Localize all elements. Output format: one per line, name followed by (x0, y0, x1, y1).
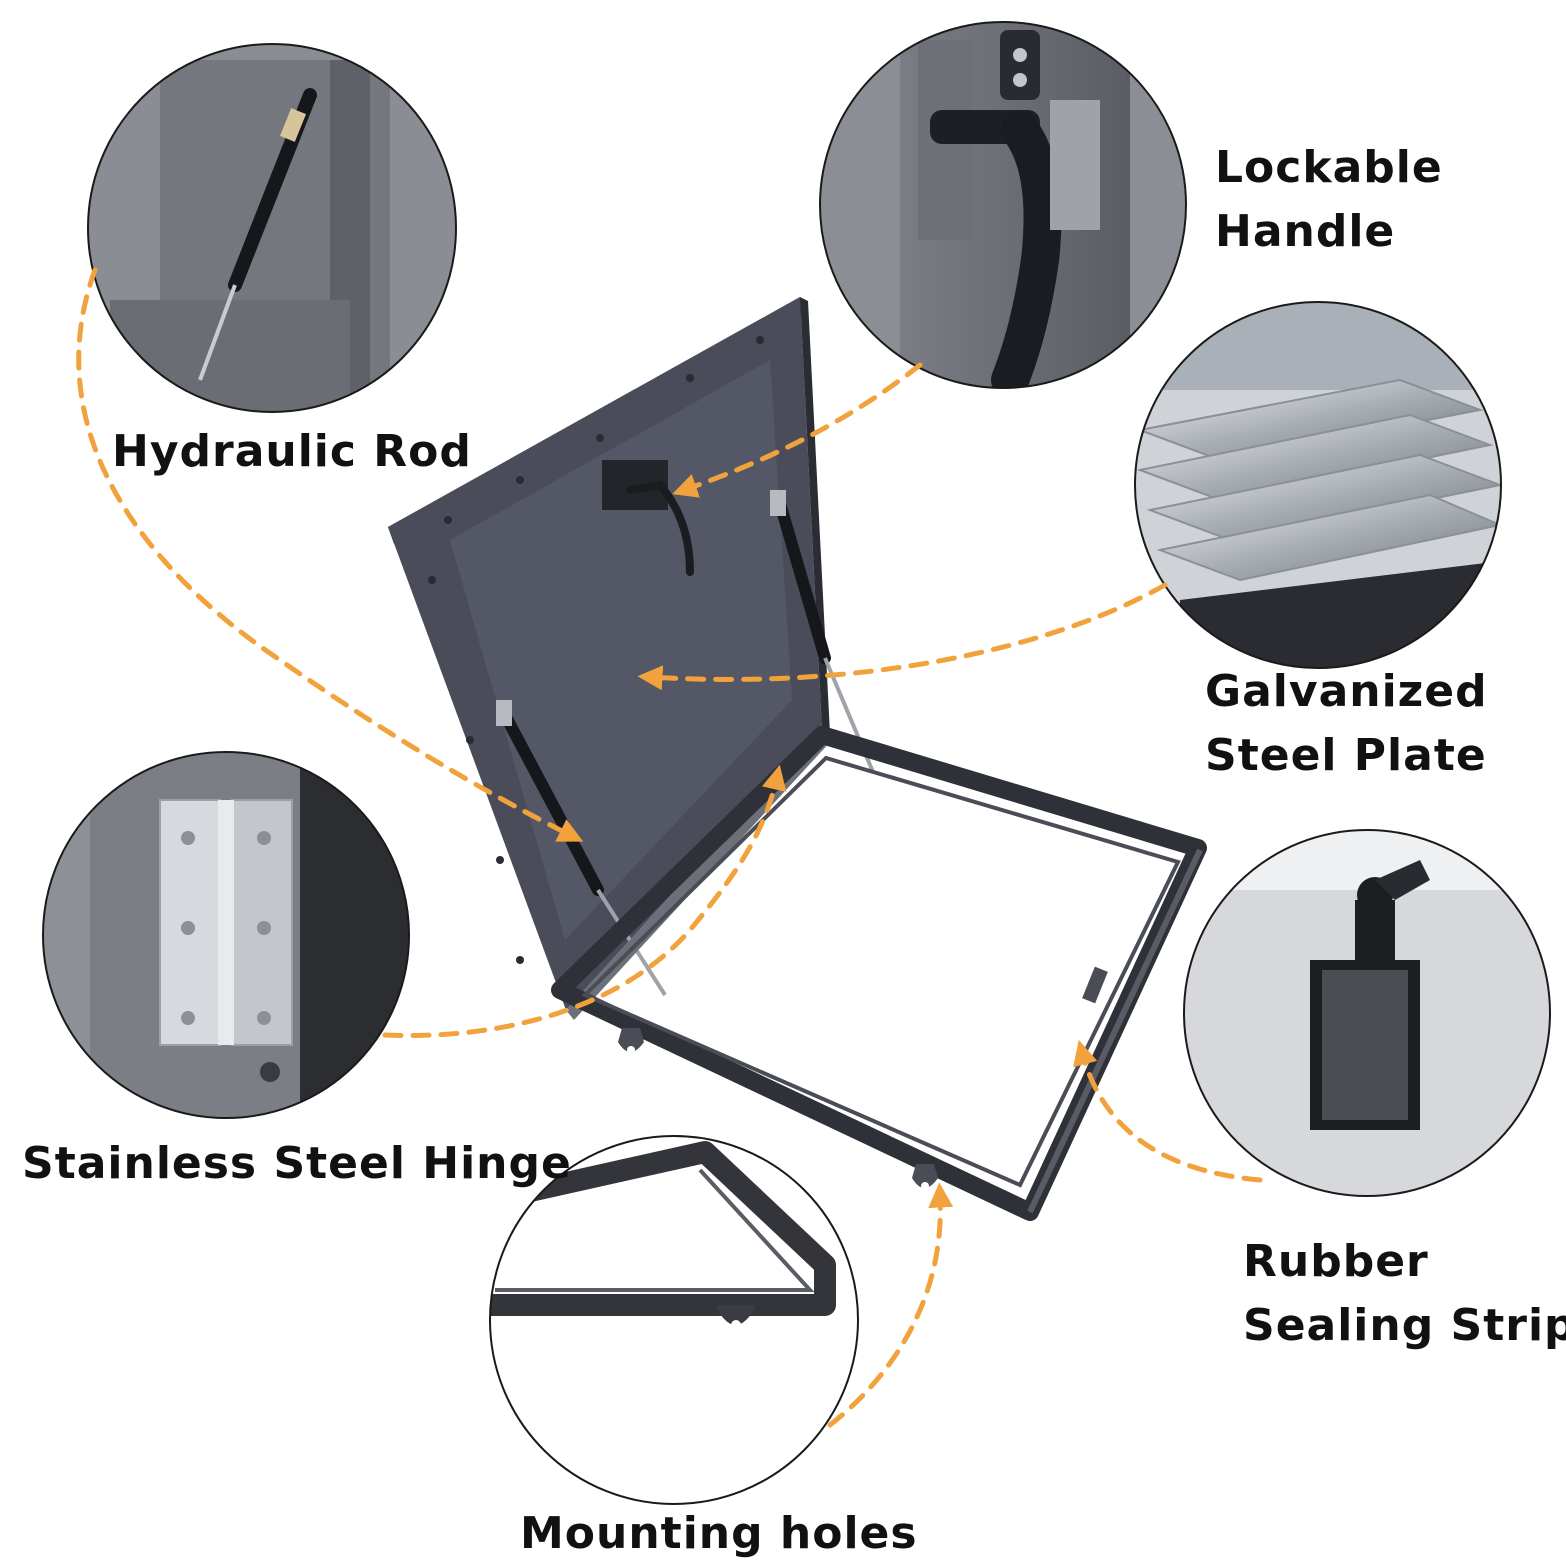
rubber-strip-detail-image (1184, 830, 1550, 1196)
label-mounting-holes: Mounting holes (520, 1502, 918, 1566)
label-hydraulic-rod-text: Hydraulic Rod (112, 426, 472, 477)
label-lockable-handle-line2: Handle (1215, 206, 1396, 257)
label-galvanized-plate: Galvanized Steel Plate (1205, 660, 1488, 788)
hydraulic-rod-detail-frame (87, 43, 457, 413)
stainless-hinge-detail-frame (42, 751, 410, 1119)
lockable-handle-detail-frame (819, 21, 1187, 389)
stainless-hinge-detail-image (43, 752, 409, 1118)
label-stainless-hinge: Stainless Steel Hinge (22, 1132, 572, 1196)
leader-mounting-holes (827, 1182, 954, 1428)
leader-lines (76, 267, 1263, 1428)
main-hatch-illustration (388, 297, 1207, 1221)
leader-rubber-strip (1073, 1039, 1263, 1183)
mounting-holes-detail-frame (489, 1135, 859, 1505)
hydraulic-rod-detail-image (88, 44, 456, 412)
label-mounting-holes-text: Mounting holes (520, 1508, 918, 1559)
hatch-inner-panel (450, 360, 792, 940)
galvanized-plate-detail-frame (1134, 301, 1502, 669)
lid-handle (602, 460, 694, 576)
label-galvanized-plate-line2: Steel Plate (1205, 730, 1487, 781)
leader-stainless-hinge (382, 764, 787, 1038)
label-rubber-strip-line2: Sealing Strip (1243, 1300, 1566, 1351)
rubber-strip-detail-frame (1183, 829, 1551, 1197)
label-hydraulic-rod: Hydraulic Rod (112, 420, 472, 484)
leader-galvanized-plate (637, 582, 1168, 691)
leader-lockable-handle (672, 362, 923, 498)
gas-struts (496, 490, 875, 997)
label-lockable-handle-line1: Lockable (1215, 142, 1443, 193)
label-stainless-hinge-text: Stainless Steel Hinge (22, 1138, 572, 1189)
leader-hydraulic-rod (76, 267, 584, 842)
mounting-holes-detail-image (490, 1136, 858, 1504)
label-galvanized-plate-line1: Galvanized (1205, 666, 1488, 717)
label-rubber-strip: Rubber Sealing Strip (1243, 1230, 1566, 1358)
lockable-handle-detail-image (820, 22, 1186, 388)
label-rubber-strip-line1: Rubber (1243, 1236, 1429, 1287)
hatch-frame (551, 726, 1207, 1221)
label-lockable-handle: Lockable Handle (1215, 136, 1443, 264)
